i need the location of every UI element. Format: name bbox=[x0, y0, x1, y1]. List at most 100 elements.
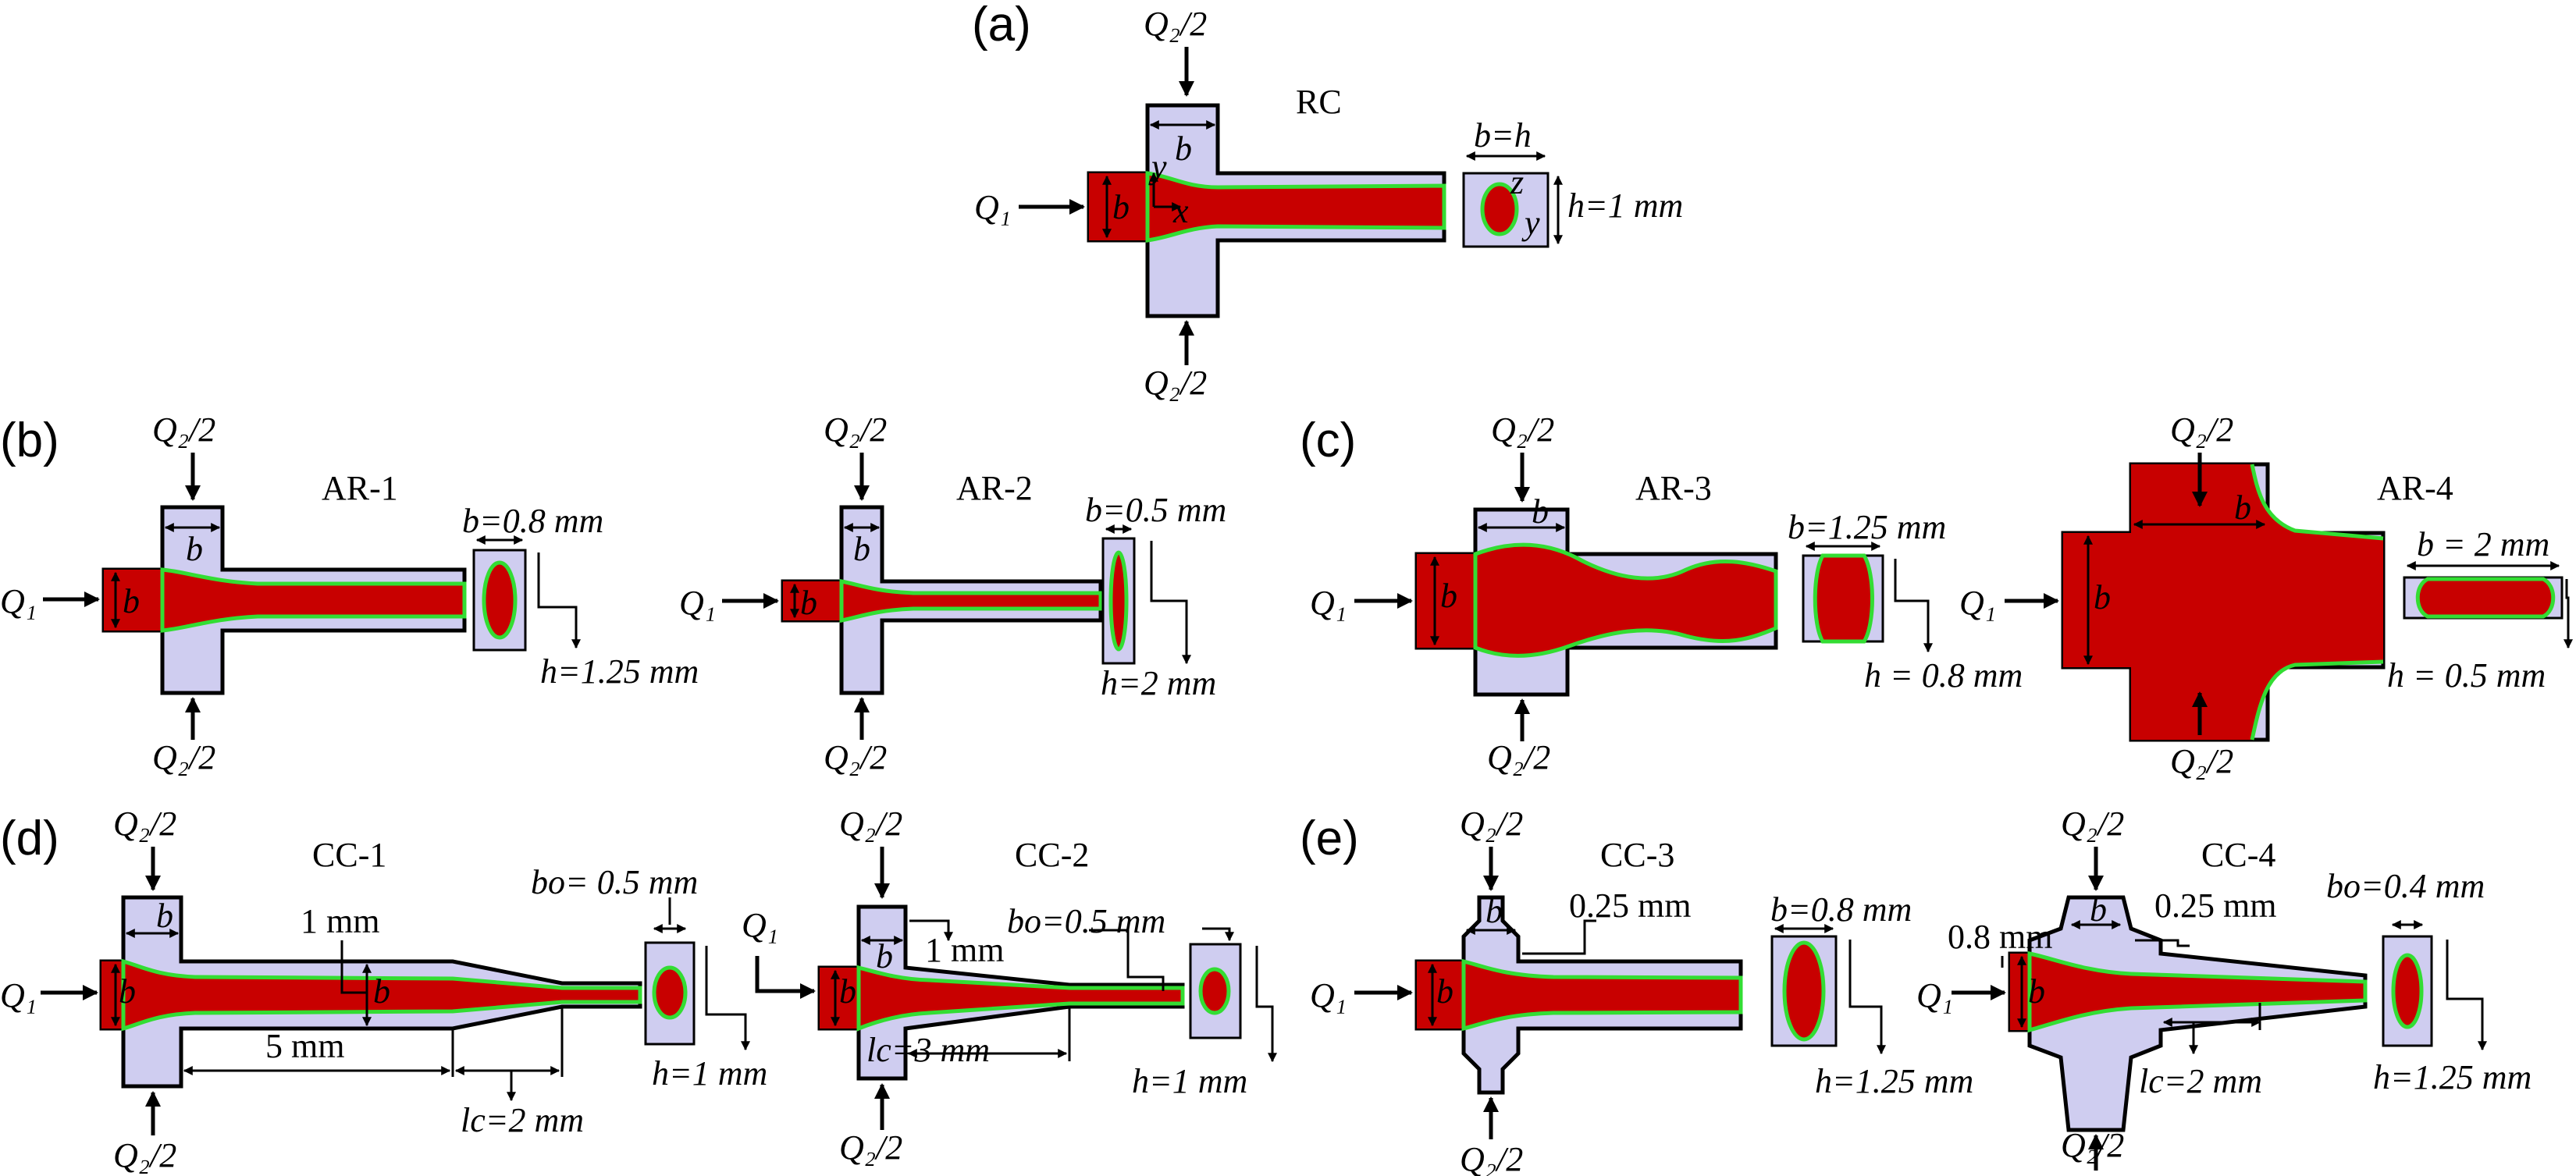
cc2-b-label: b bbox=[876, 937, 893, 975]
ar2-q2-top-label: Q₂/2 bbox=[824, 410, 887, 449]
rc-b-label: b bbox=[1175, 130, 1192, 168]
rc-z-label: z bbox=[1510, 163, 1524, 201]
cc3-gap-label: 0.25 mm bbox=[1569, 886, 1691, 925]
panel-e-cc4: Q₂/2 Q₂/2 Q₁ b b 0.8 mm CC-4 0.25 mm lc=… bbox=[1916, 805, 2532, 1171]
cc2-bo-label: bo=0.5 mm bbox=[1007, 902, 1165, 940]
ar4-fluid-body bbox=[2063, 464, 2383, 740]
cc1-b-label: b bbox=[156, 897, 173, 935]
cc4-q2-bot-label: Q₂/2 bbox=[2061, 1126, 2124, 1164]
ar3-cross-fluid bbox=[1813, 553, 1874, 644]
cc2-one-mm-label: 1 mm bbox=[925, 931, 1004, 969]
cc4-q1-label: Q₁ bbox=[1916, 976, 1953, 1014]
cc4-lc-label: lc=2 mm bbox=[2139, 1062, 2262, 1100]
rc-name: RC bbox=[1296, 83, 1342, 121]
cc3-inlet-b-label: b bbox=[1436, 972, 1453, 1011]
panel-label-c: (c) bbox=[1300, 414, 1356, 467]
rc-inlet-b-label: b bbox=[1112, 188, 1130, 226]
panel-label-b: (b) bbox=[0, 414, 59, 467]
ar3-fluid-jet bbox=[1473, 542, 1778, 658]
ar4-cross-h-label: h = 0.5 mm bbox=[2387, 656, 2546, 695]
panel-label-a: (a) bbox=[972, 0, 1031, 52]
ar2-name: AR-2 bbox=[956, 469, 1033, 507]
cc2-cross-fluid bbox=[1198, 967, 1231, 1015]
cc1-name: CC-1 bbox=[312, 836, 386, 874]
cc1-cross-h-leader bbox=[705, 946, 750, 1051]
ar2-q1-label: Q₁ bbox=[679, 584, 716, 622]
cc2-bo-leader bbox=[1089, 929, 1165, 991]
panel-e: (e) Q₂/2 Q₂/2 Q₁ b b CC-3 0.25 mm b=0.8 … bbox=[1300, 805, 1973, 1176]
panel-c-ar4: Q₂/2 Q₂/2 Q₁ b b AR-4 b = 2 mm h = 0.5 m… bbox=[1959, 410, 2573, 780]
ar2-cross-w-label: b=0.5 mm bbox=[1085, 491, 1226, 529]
rc-x-label: x bbox=[1172, 192, 1189, 230]
rc-q2-top-label: Q₂/2 bbox=[1144, 5, 1207, 43]
cc1-inlet-b-label: b bbox=[119, 972, 136, 1011]
ar4-q2-top-label: Q₂/2 bbox=[2170, 410, 2233, 449]
cc4-gap-label: 0.25 mm bbox=[2154, 886, 2276, 925]
panel-label-e: (e) bbox=[1300, 812, 1359, 865]
cc2-fluid-jet bbox=[856, 965, 1185, 1032]
cc3-q2-top-label: Q₂/2 bbox=[1460, 805, 1523, 843]
cc4-inlet-label: 0.8 mm bbox=[1948, 918, 2052, 956]
cc3-b-label: b bbox=[1485, 892, 1503, 930]
ar1-fluid-jet bbox=[160, 567, 467, 633]
cc3-cross-h-label: h=1.25 mm bbox=[1815, 1062, 1973, 1100]
cc3-cross-w-label: b=0.8 mm bbox=[1770, 890, 1912, 929]
cc1-q1-label: Q₁ bbox=[0, 976, 37, 1014]
ar4-q1-label: Q₁ bbox=[1959, 584, 1996, 622]
rc-q2-bot-label: Q₂/2 bbox=[1144, 364, 1207, 402]
cc1-bo-label: bo= 0.5 mm bbox=[531, 863, 698, 901]
cc2-one-mm-leader bbox=[909, 919, 953, 942]
ar1-q1-label: Q₁ bbox=[0, 582, 37, 620]
ar4-interface-bot bbox=[2250, 659, 2384, 741]
cc2-q2-top-label: Q₂/2 bbox=[839, 805, 902, 843]
cc1-lc-label: lc=2 mm bbox=[461, 1101, 584, 1139]
ar4-inlet-b-label: b bbox=[2094, 578, 2111, 616]
cc4-cross-h-leader bbox=[2446, 940, 2487, 1051]
ar2-q2-bot-label: Q₂/2 bbox=[824, 738, 887, 776]
ar2-inlet-b-label: b bbox=[800, 584, 817, 622]
ar3-inlet-b-label: b bbox=[1440, 577, 1457, 615]
cc4-cross-fluid bbox=[2391, 953, 2424, 1029]
ar3-b-label: b bbox=[1532, 492, 1549, 531]
cc4-name: CC-4 bbox=[2201, 836, 2275, 874]
cc4-cross-h-label: h=1.25 mm bbox=[2373, 1058, 2532, 1096]
ar3-q2-top-label: Q₂/2 bbox=[1491, 410, 1554, 449]
ar2-cross-h-label: h=2 mm bbox=[1101, 664, 1216, 702]
cc4-q2-top-label: Q₂/2 bbox=[2061, 805, 2124, 843]
rc-cross-w-label: b=h bbox=[1474, 116, 1532, 155]
ar2-cross-h-leader bbox=[1150, 541, 1191, 665]
cc4-inlet-fluid bbox=[2010, 954, 2030, 1030]
ar1-q2-bot-label: Q₂/2 bbox=[152, 738, 215, 776]
ar3-cross-w-label: b=1.25 mm bbox=[1788, 508, 1946, 546]
panel-d: (d) Q₂/2 Q₂/2 Q₁ b b CC-1 1 mm b 5 mm lc… bbox=[0, 805, 767, 1174]
ar4-name: AR-4 bbox=[2377, 469, 2453, 507]
ar4-cross-fluid bbox=[2415, 577, 2556, 619]
cc1-q2-bot-label: Q₂/2 bbox=[113, 1136, 176, 1174]
ar1-inlet-b-label: b bbox=[123, 582, 140, 620]
ar3-q1-label: Q₁ bbox=[1310, 584, 1347, 622]
cc3-q2-bot-label: Q₂/2 bbox=[1460, 1140, 1523, 1176]
cc1-cross-fluid bbox=[652, 965, 688, 1020]
cc1-one-mm-leader bbox=[340, 940, 367, 994]
cc2-name: CC-2 bbox=[1015, 836, 1089, 874]
ar2-cross-fluid bbox=[1108, 550, 1129, 652]
ar4-b-label: b bbox=[2234, 489, 2251, 527]
rc-q1-label: Q₁ bbox=[974, 188, 1011, 226]
rc-y-label: y bbox=[1148, 147, 1167, 186]
ar4-interface-top bbox=[2250, 464, 2384, 541]
cc2-q2-bot-label: Q₂/2 bbox=[839, 1128, 902, 1167]
panel-a-rc: (a) Q₂/2 Q₂/2 Q₁ b b y x RC b=h h=1 mm z… bbox=[972, 0, 1683, 402]
ar1-cross-fluid bbox=[482, 560, 518, 640]
cc2-bo-dim bbox=[1202, 927, 1234, 942]
panel-b: (b) Q₂/2 Q₂/2 Q₁ b b AR-1 b=0.8 mm h=1.2… bbox=[0, 410, 699, 776]
cc4-bo-label: bo=0.4 mm bbox=[2326, 867, 2485, 905]
cc1-fluid-jet bbox=[121, 958, 642, 1032]
ar1-cross-h-label: h=1.25 mm bbox=[540, 652, 699, 691]
cc1-mid-b-label: b bbox=[373, 972, 390, 1011]
cc4-inlet-b-label: b bbox=[2028, 972, 2045, 1011]
panel-d-cc2: Q₂/2 Q₂/2 Q₁ b b CC-2 1 mm lc=3 mm bo=0.… bbox=[742, 805, 1277, 1167]
ar1-cross-h-leader bbox=[537, 552, 581, 649]
cc4-fluid-jet bbox=[2027, 950, 2368, 1033]
cc2-lc-label: lc=3 mm bbox=[866, 1031, 990, 1069]
